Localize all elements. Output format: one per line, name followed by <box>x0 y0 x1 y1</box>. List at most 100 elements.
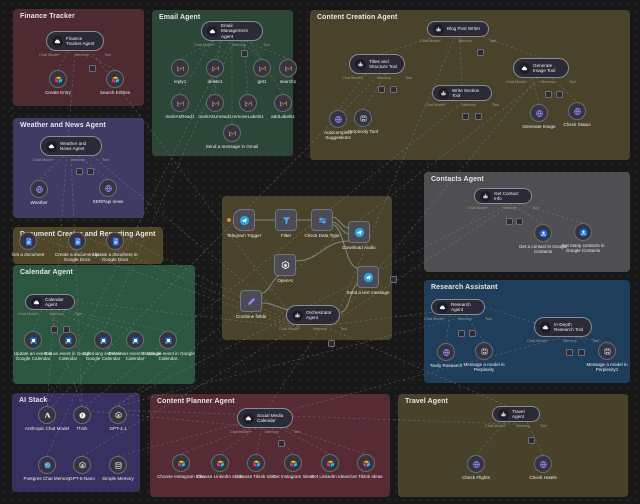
group-title-research-assistant[interactable]: Research Assistant <box>431 284 498 291</box>
group-title-email-agent[interactable]: Email Agent <box>159 14 201 21</box>
group-title-ai-stack[interactable]: AI Stack <box>19 397 48 404</box>
node-removelabels1[interactable]: removeLabels1 <box>232 94 264 119</box>
node-delete-an-event-in-google-calendar[interactable]: Delete an event in Google Calendar <box>108 331 162 361</box>
node-generate-image[interactable]: Generate Image <box>522 104 556 129</box>
node-autocomplete-suggestions[interactable]: Autocomplete Suggestions <box>324 110 352 140</box>
node-choose-tiktok-idea[interactable]: Choose Tiktok Idea <box>236 454 276 479</box>
port-label: Chat Model* <box>342 76 363 80</box>
group-contacts-agent[interactable]: Contacts Agent <box>424 172 630 272</box>
node-search1[interactable]: search1 <box>279 59 297 84</box>
node-label: Check Flights <box>462 475 490 480</box>
node-send-a-text-message[interactable]: Send a text message <box>346 266 390 295</box>
node-download-audio[interactable]: Download Audio <box>342 221 376 250</box>
node-get-instagram-ideas[interactable]: Get Instagram Ideas <box>272 454 314 479</box>
node-get1[interactable]: get1 <box>253 59 271 84</box>
node-tavily-research[interactable]: Tavily Research <box>430 343 462 368</box>
port-label: Chat Model* <box>39 53 60 57</box>
group-title-finance-tracker[interactable]: Finance Tracker <box>20 13 75 20</box>
group-title-calendar-agent[interactable]: Calendar Agent <box>20 269 73 276</box>
node-search-entries[interactable]: Search Entries <box>100 70 130 95</box>
cloud-icon <box>52 35 63 47</box>
group-finance-tracker[interactable]: Finance Tracker <box>13 9 144 106</box>
node-gpt-5-nano[interactable]: GPT-5-Nano <box>69 456 95 481</box>
node-get-many-contacts-in-google-contacts[interactable]: Get many contacts in Google Contacts <box>561 223 605 253</box>
globe-icon <box>472 460 481 469</box>
group-calendar-agent[interactable]: Calendar Agent <box>13 265 195 384</box>
node-create-a-document-in-google-docs[interactable]: Create a document in Google Docs <box>55 232 99 262</box>
node-label: Get many contacts in Google Contacts <box>561 243 605 254</box>
node-choose-instagram-idea[interactable]: Choose Instagram Idea <box>157 454 205 479</box>
node-create-entry[interactable]: Create Entry <box>45 70 71 95</box>
node-gpt-4-1[interactable]: GPT-4.1 <box>109 406 127 431</box>
connector-badge <box>474 112 482 120</box>
node-anthropic-chat-model[interactable]: Anthropic Chat Model <box>25 406 69 431</box>
node-combine-fields[interactable]: Combine fields <box>236 290 266 319</box>
node-perplexity-tool[interactable]: Perplexity Tool <box>348 109 378 134</box>
group-title-travel-agent[interactable]: Travel Agent <box>405 398 448 405</box>
node-openai[interactable]: OpenAI <box>274 254 296 283</box>
node-check-hotels[interactable]: Check Hotels <box>529 455 557 480</box>
node-get-many-events-in-google-calendar[interactable]: Get many events in Google Calendar <box>83 331 123 361</box>
node-check-status[interactable]: Check Status <box>563 102 591 127</box>
node-delete1[interactable]: delete1 <box>206 59 224 84</box>
node-update-an-event-in-google-calendar[interactable]: Update an event in Google Calendar <box>14 331 52 361</box>
node-get-an-event-in-google-calendar[interactable]: Get an event in Google Calendar <box>44 331 92 361</box>
node-check-data-type[interactable]: Check Data Type <box>304 209 340 238</box>
group-document-agent[interactable]: Document Creator and Reporting Agent <box>13 227 163 264</box>
node-weather[interactable]: Weather <box>30 180 48 205</box>
node-check-flights[interactable]: Check Flights <box>462 455 490 480</box>
port-label: Tool <box>263 43 270 47</box>
node-message-a-model-in-perplexity1[interactable]: Message a model in Perplexity1 <box>586 342 628 372</box>
node-addlabels1[interactable]: addLabels1 <box>271 94 295 119</box>
node-label: OpenAI <box>277 278 293 283</box>
group-title-content-planner-agent[interactable]: Content Planner Agent <box>157 398 235 405</box>
node-get-a-contact-in-google-contacts[interactable]: Get a contact in Google Contacts <box>519 224 567 254</box>
node-telegram-trigger[interactable]: Telegram Trigger <box>227 209 261 238</box>
node-postgres-chat-memory[interactable]: Postgres Chat Memory <box>24 456 70 481</box>
group-title-document-agent[interactable]: Document Creator and Reporting Agent <box>20 231 156 238</box>
node-markasunread1[interactable]: markAsUnread1 <box>198 94 232 119</box>
node-think[interactable]: Think <box>73 406 91 431</box>
node-get-tiktok-ideas[interactable]: Get Tiktok Ideas <box>349 454 383 479</box>
gmail-icon <box>244 99 253 108</box>
node-update-a-document-in-google-docs[interactable]: Update a document in Google Docs <box>93 232 137 262</box>
node-serpapi-news[interactable]: SERPapi news <box>93 179 123 204</box>
node-filter[interactable]: Filter <box>275 209 297 238</box>
node-label: Get Contact Info <box>494 190 519 202</box>
node-markasread1[interactable]: markAsRead1 <box>165 94 195 119</box>
globe-icon <box>535 109 544 118</box>
node-get-linkedin-ideas[interactable]: Get LinkedIn Ideas <box>311 454 349 479</box>
airtable-icon <box>54 75 63 84</box>
port-label: Memory <box>50 312 64 316</box>
group-title-contacts-agent[interactable]: Contacts Agent <box>431 176 484 183</box>
node-label: Calendar Agent <box>45 296 64 308</box>
node-reply1[interactable]: reply1 <box>171 59 189 84</box>
node-send-a-message-in-gmail[interactable]: Send a message in Gmail <box>206 124 258 149</box>
perplexity-icon <box>359 114 368 123</box>
node-label: delete1 <box>207 79 223 84</box>
node-message-a-model-in-perplexity[interactable]: Message a model in Perplexity <box>463 342 505 372</box>
node-simple-memory[interactable]: Simple Memory <box>102 456 134 481</box>
node-get-a-document[interactable]: Get a document <box>12 232 44 257</box>
db-icon <box>114 461 123 470</box>
group-title-weather-news-agent[interactable]: Weather and News Agent <box>20 122 106 129</box>
group-title-content-creation-agent[interactable]: Content Creation Agent <box>317 14 398 21</box>
node-choose-linkedin-ideas[interactable]: Choose LinkedIn Ideas <box>197 454 244 479</box>
node-create-an-event-in-google-calendar[interactable]: Create an event in Google Calendar <box>141 331 195 361</box>
